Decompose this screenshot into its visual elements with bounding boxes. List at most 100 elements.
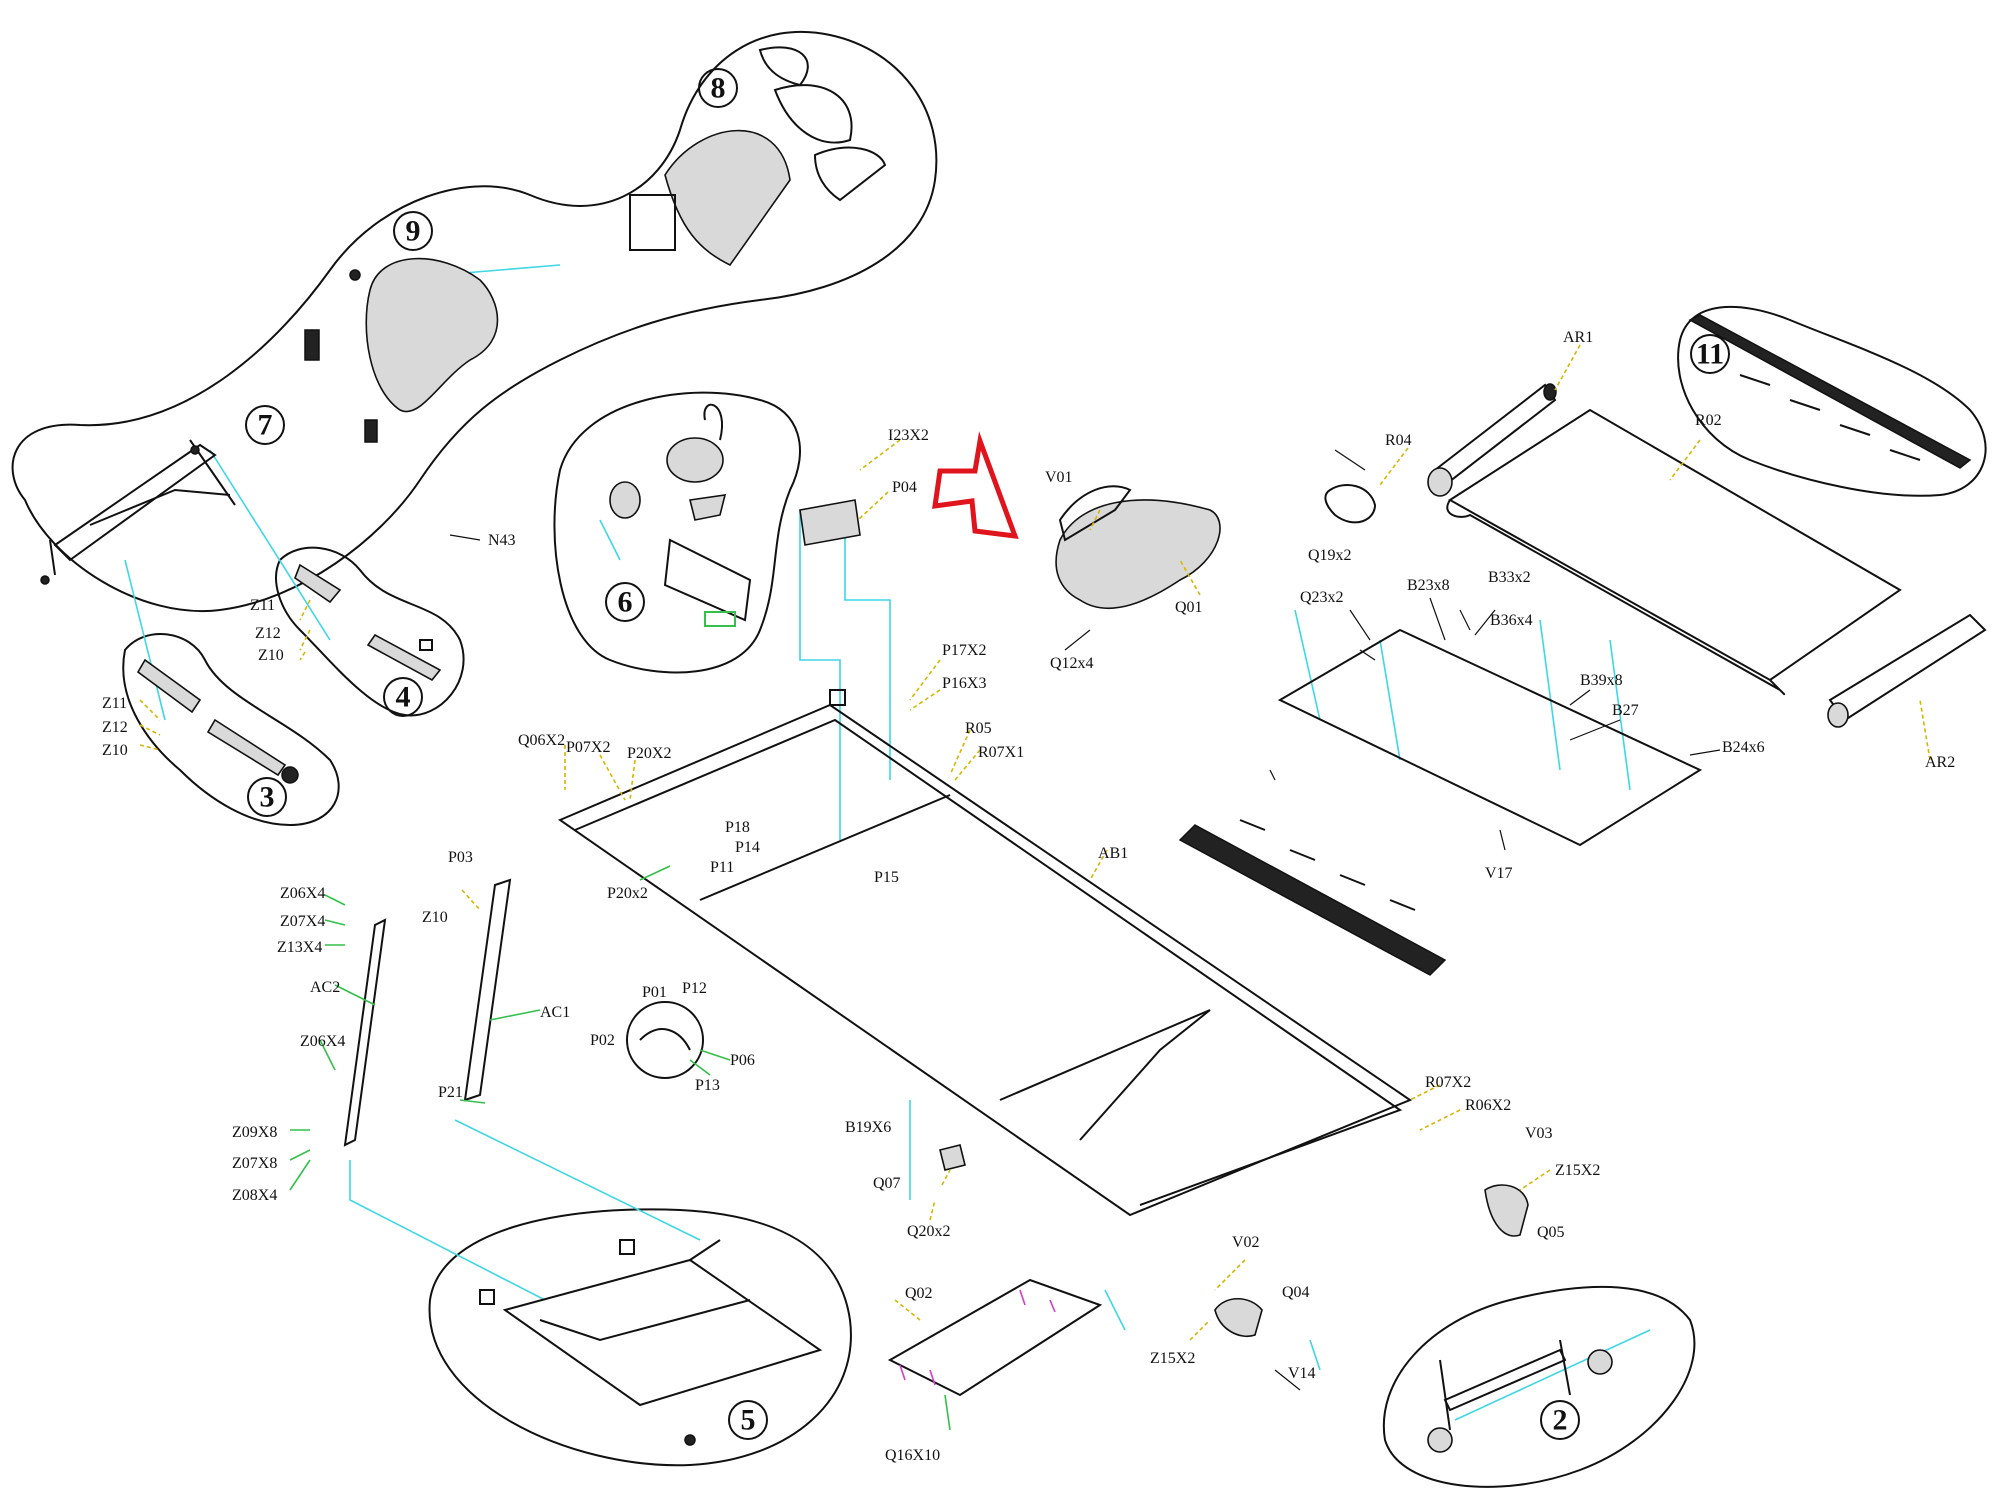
handle-rail-group-3 (136, 658, 299, 784)
group-outline-3 (122, 633, 340, 827)
label-b39x8: B39x8 (1580, 672, 1623, 689)
deck-board-b27 (1277, 628, 1703, 847)
label-z11-group3: Z11 (102, 695, 127, 712)
label-q05: Q05 (1537, 1224, 1565, 1241)
label-ac2: AC2 (310, 979, 340, 996)
label-p07x2: P07X2 (566, 739, 610, 756)
group-number-3: 3 (247, 777, 287, 817)
label-p14: P14 (735, 839, 760, 856)
label-b36x4: B36x4 (1490, 612, 1533, 629)
label-p21: P21 (438, 1084, 463, 1101)
console-housing-group-9 (304, 257, 499, 443)
label-b27: B27 (1612, 702, 1639, 719)
label-q23x2: Q23x2 (1300, 589, 1344, 606)
p04-control-board (799, 499, 861, 546)
label-ab1: AB1 (1098, 845, 1128, 862)
group-outline-2 (1382, 1285, 1696, 1488)
label-q04: Q04 (1282, 1284, 1310, 1301)
label-r07x1: R07X1 (978, 744, 1024, 761)
group-number-markers: 8 9 7 6 4 3 11 5 (245, 68, 1730, 1440)
group-outline-6 (553, 391, 801, 674)
motor-hood-q01 (1055, 485, 1221, 610)
handle-rail-group-4 (294, 563, 442, 682)
label-p06: P06 (730, 1052, 755, 1069)
label-p12: P12 (682, 980, 707, 997)
label-z10-group3: Z10 (102, 742, 128, 759)
label-q16x10: Q16X10 (885, 1447, 940, 1464)
motor-group-6 (609, 403, 752, 627)
label-z07x8: Z07X8 (232, 1155, 277, 1172)
label-r04: R04 (1385, 432, 1412, 449)
label-v01: V01 (1045, 469, 1073, 486)
label-v02: V02 (1232, 1234, 1260, 1251)
svg-text:9: 9 (406, 215, 421, 248)
end-cap-q05 (1484, 1184, 1529, 1237)
label-q07: Q07 (873, 1175, 901, 1192)
highlight-arrow-icon (932, 431, 1019, 539)
label-i23x2: I23X2 (888, 427, 929, 444)
drive-belt-r04 (1324, 484, 1377, 524)
label-p20x2-top: P20X2 (627, 745, 671, 762)
label-z08x4: Z08X4 (232, 1187, 277, 1204)
label-p16x3: P16X3 (942, 675, 986, 692)
label-r02: R02 (1695, 412, 1722, 429)
label-z13x4: Z13X4 (277, 939, 322, 956)
label-q12x4: Q12x4 (1050, 655, 1094, 672)
label-q19x2: Q19x2 (1308, 547, 1352, 564)
label-q20x2: Q20x2 (907, 1223, 951, 1240)
group-outline-11 (1677, 305, 1987, 497)
group-outline-4 (275, 546, 465, 717)
end-cap-q04 (1214, 1297, 1263, 1337)
label-v03: V03 (1525, 1125, 1553, 1142)
front-roller-ar2 (1827, 613, 1987, 728)
label-z09x8: Z09X8 (232, 1124, 277, 1141)
assembly-guide-lines (124, 264, 1651, 1421)
label-p17x2: P17X2 (942, 642, 986, 659)
label-q02: Q02 (905, 1285, 933, 1302)
label-z12-group4: Z12 (255, 625, 281, 642)
label-p20x2-bottom: P20x2 (607, 885, 648, 902)
svg-text:5: 5 (741, 1404, 756, 1437)
label-p01: P01 (642, 984, 667, 1001)
label-n43: N43 (488, 532, 516, 549)
label-z11-group4: Z11 (250, 597, 275, 614)
svg-text:2: 2 (1553, 1404, 1568, 1437)
group-number-6: 6 (605, 582, 645, 622)
side-rail-group-11 (1688, 314, 1972, 469)
part-labels: AR1 R02 R04 V01 Q01 Q12x4 I23X2 P04 N43 … (102, 329, 1955, 1464)
base-cover-q02 (887, 1278, 1103, 1397)
label-p18: P18 (725, 819, 750, 836)
base-frame-group-5 (479, 1239, 823, 1446)
rear-roller-ar1 (1427, 383, 1557, 497)
label-p11: P11 (710, 859, 734, 876)
front-foot-group-2 (1427, 1339, 1613, 1453)
upright-ac1 (463, 878, 512, 1102)
running-belt-r02 (1446, 408, 1902, 696)
label-ac1: AC1 (540, 1004, 570, 1021)
svg-text:3: 3 (260, 781, 275, 814)
group-outline-7-8-9 (11, 30, 938, 613)
group-number-5: 5 (728, 1400, 768, 1440)
label-r06x2: R06X2 (1465, 1097, 1511, 1114)
svg-text:7: 7 (258, 409, 273, 442)
label-r05: R05 (965, 720, 992, 737)
label-p03: P03 (448, 849, 473, 866)
label-z10-group4: Z10 (258, 647, 284, 664)
label-p04: P04 (892, 479, 917, 496)
group-number-4: 4 (383, 677, 423, 717)
label-z06x4-top: Z06X4 (280, 885, 325, 902)
group-number-8: 8 (698, 68, 738, 108)
label-z10-upright: Z10 (422, 909, 448, 926)
label-z07x4: Z07X4 (280, 913, 325, 930)
label-ar1: AR1 (1563, 329, 1593, 346)
svg-text:6: 6 (618, 586, 633, 619)
label-r07x2: R07X2 (1425, 1074, 1471, 1091)
label-v14: V14 (1288, 1365, 1316, 1382)
label-q06x2: Q06X2 (518, 732, 565, 749)
upright-ac2 (343, 918, 387, 1147)
console-cover-group-8 (629, 46, 887, 267)
group-number-11: 11 (1690, 334, 1730, 374)
bracket-q07 (939, 1144, 966, 1171)
group-number-7: 7 (245, 405, 285, 445)
